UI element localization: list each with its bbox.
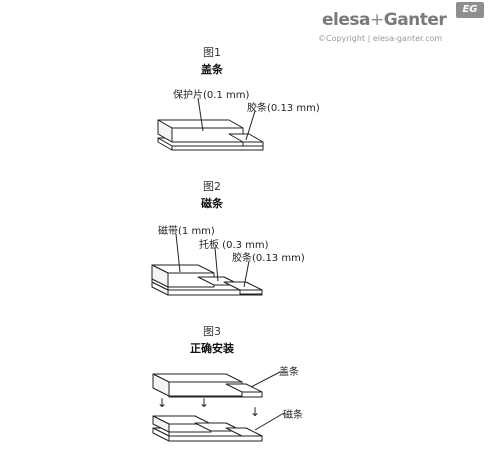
fig2-label-adhesive: 胶条(0.13 mm) [232,253,305,264]
fig3-cover-strip [152,373,263,398]
fig2-label-carrier: 托板 (0.3 mm) [199,240,269,251]
fig3-subtitle: 正确安装 [190,342,234,355]
fig2-subtitle: 磁条 [201,197,223,210]
fig3-label-cover: 盖条 [279,367,299,378]
fig3-label-magnet: 磁条 [283,410,303,421]
fig1-label-protective: 保护片(0.1 mm) [173,90,250,101]
brand-plus: + [369,10,384,30]
fig3-arrow-middle-icon: ↓ [199,396,210,410]
fig2-label-magnetic: 磁带(1 mm) [158,226,215,237]
copyright-text: ©Copyright | elesa-ganter.com [318,34,443,43]
fig3-magnetic-strip [152,415,263,442]
fig1-cover-strip [157,119,264,151]
brand-badge: EG [456,2,484,18]
fig3-title: 图3 [203,325,221,338]
brand-left: elesa [322,10,370,30]
fig1-label-adhesive: 胶条(0.13 mm) [247,103,320,114]
fig3-arrow-right-icon: ↓ [250,405,261,419]
fig1-title: 图1 [203,46,221,59]
brand-right: Ganter [383,10,447,30]
fig1-subtitle: 盖条 [201,63,223,76]
brand-logo: elesa+Ganter [322,10,447,30]
fig3-arrow-left-icon: ↓ [157,396,168,410]
fig2-magnetic-strip [151,264,263,296]
fig2-title: 图2 [203,180,221,193]
